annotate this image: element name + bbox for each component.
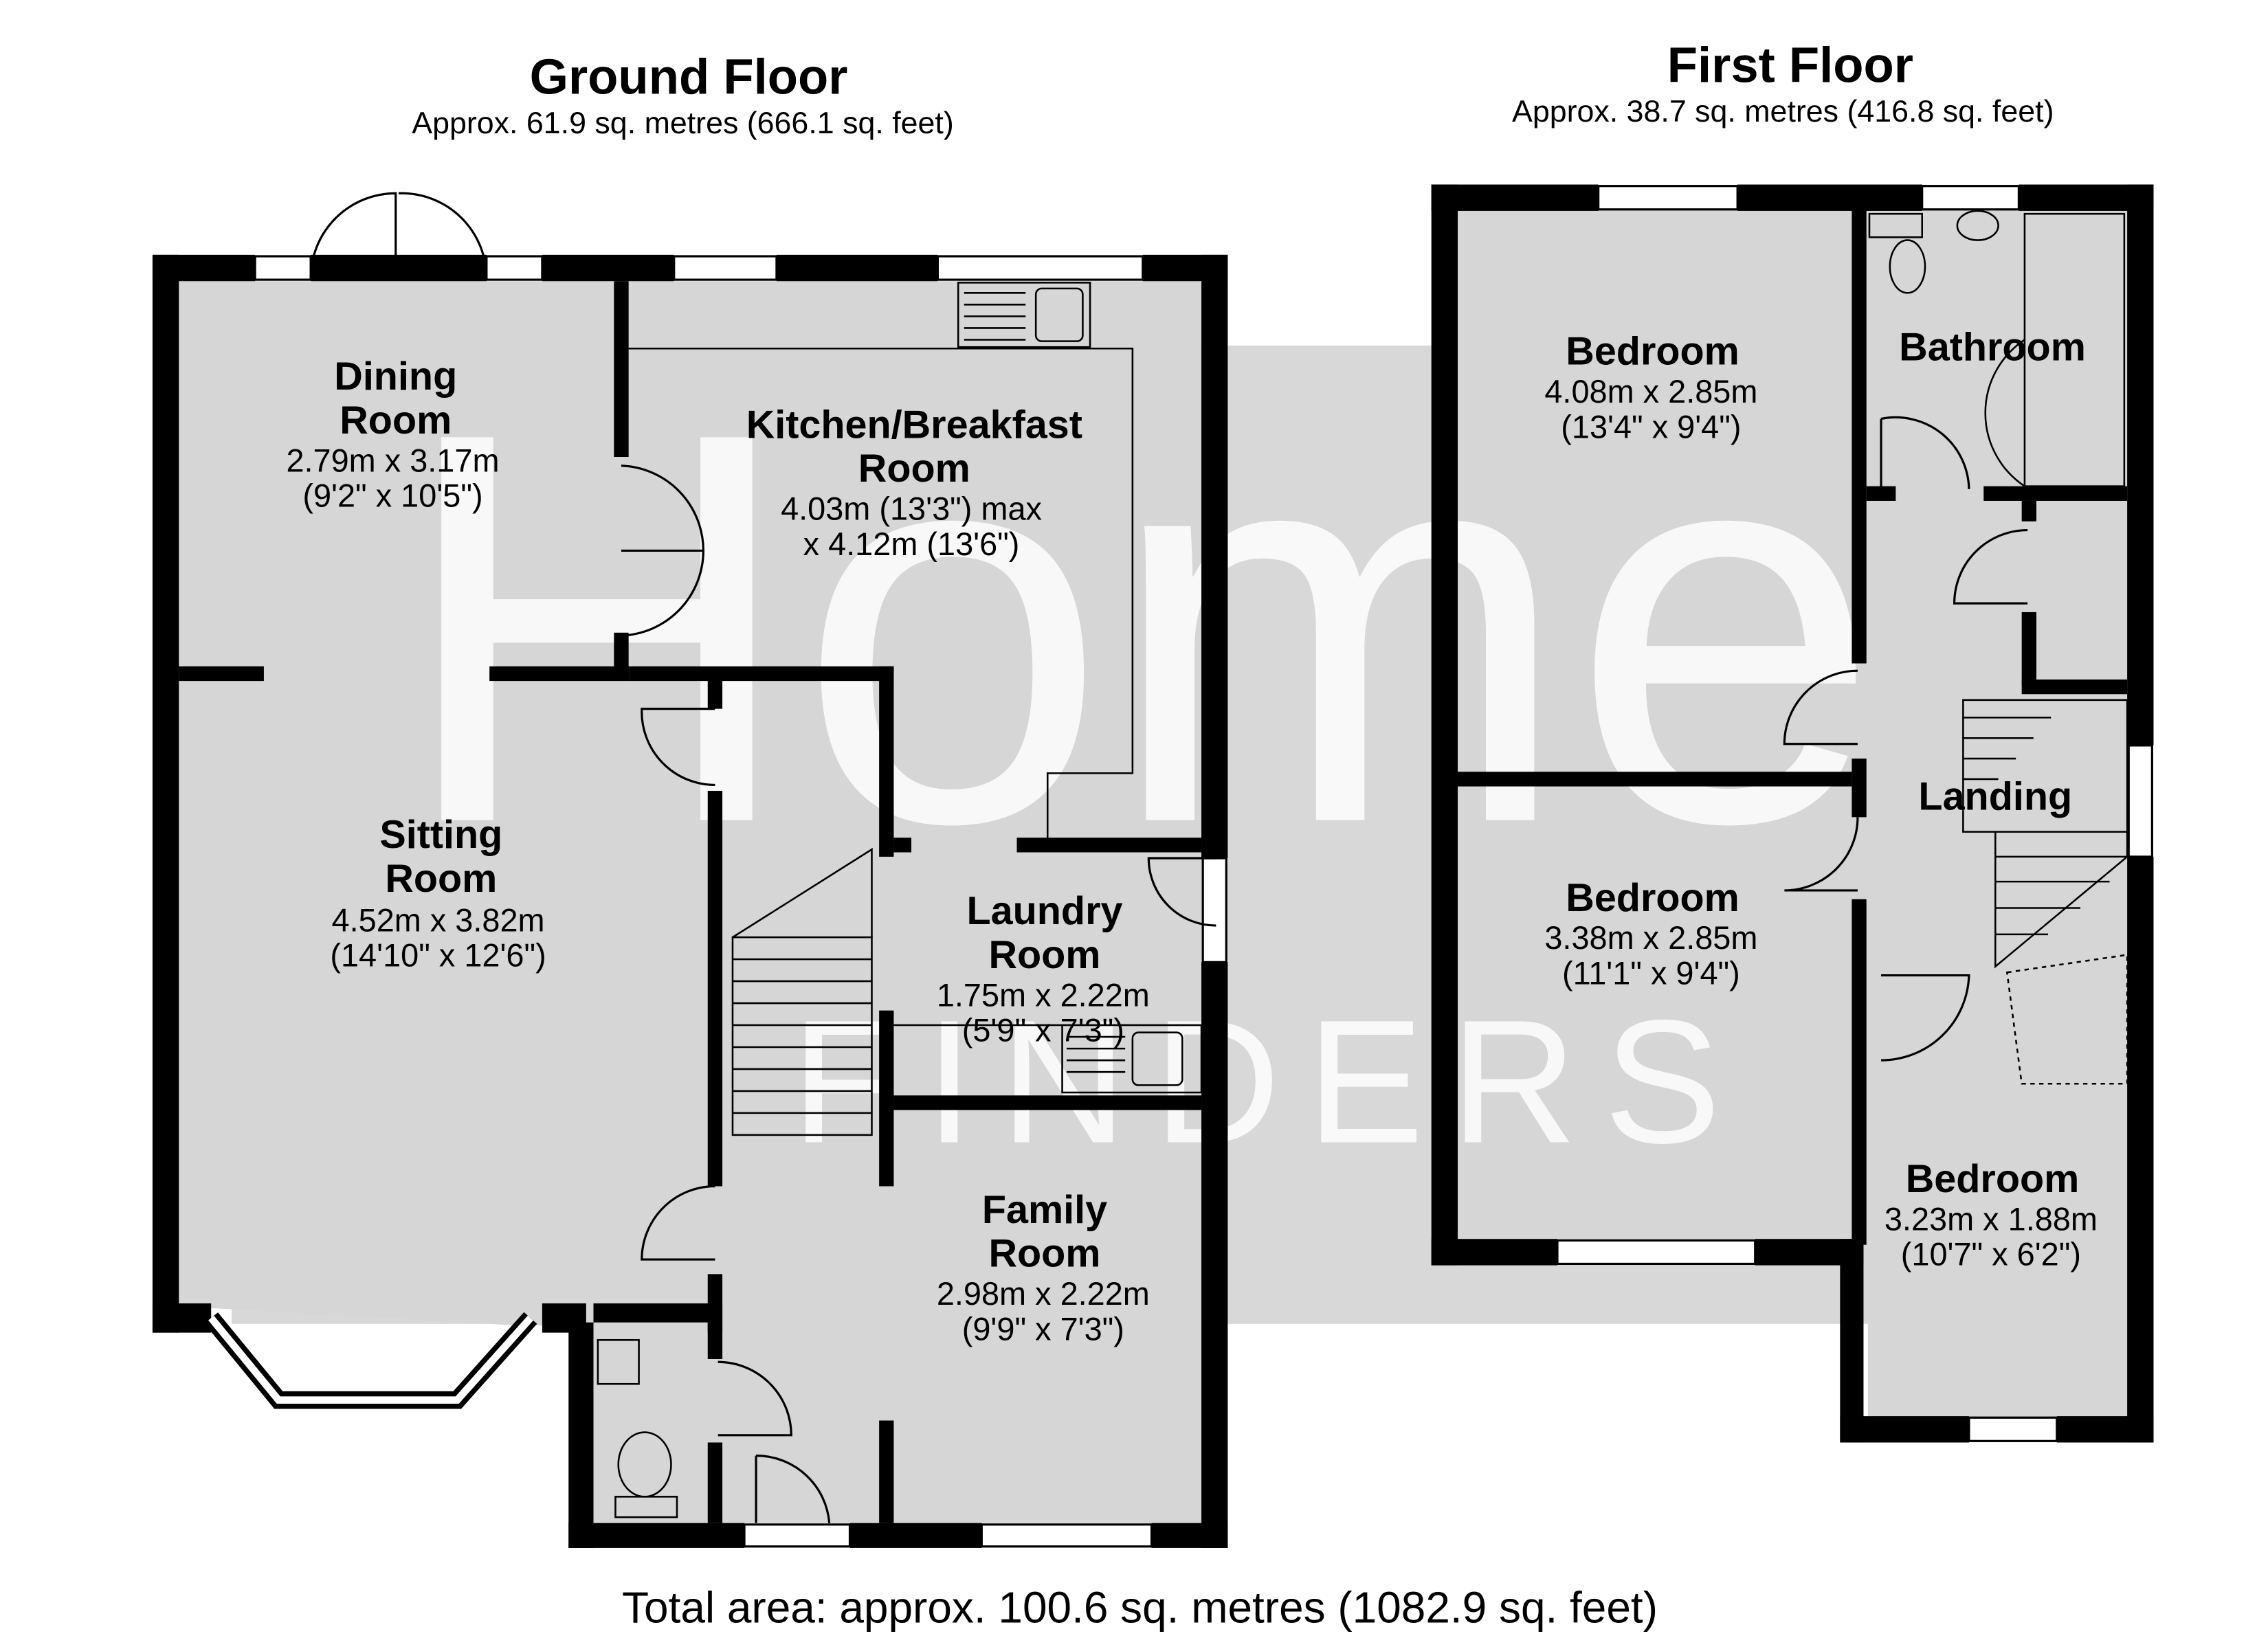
dining-room-name-2: Room xyxy=(340,399,452,442)
first-floor-title: First Floor xyxy=(1667,37,1913,93)
kitchen-sink xyxy=(628,282,1134,841)
dining-room-dimension: 2.79m x 3.17m xyxy=(286,442,499,478)
ground-floor-stairs xyxy=(731,847,873,1136)
sitting-room-dimension-imperial: (14'10" x 12'6") xyxy=(330,938,546,974)
bedroom-1-dimension-imperial: (13'4" x 9'4") xyxy=(1561,409,1741,445)
first-floor-area: Approx. 38.7 sq. metres (416.8 sq. feet) xyxy=(1512,94,2054,128)
bedroom-2-dimension-imperial: (11'1" x 9'4") xyxy=(1562,955,1740,991)
family-room-dimension: 2.98m x 2.22m xyxy=(937,1276,1150,1312)
first-floor-walls xyxy=(1431,184,2154,1443)
laundry-room-dimension-imperial: (5'9" x 7'3") xyxy=(962,1012,1124,1048)
bedroom-1-name: Bedroom xyxy=(1566,330,1739,374)
kitchen-name-2: Room xyxy=(858,447,970,491)
ground-floor-area: Approx. 61.9 sq. metres (666.1 sq. feet) xyxy=(412,106,954,140)
laundry-room-dimension: 1.75m x 2.22m xyxy=(937,977,1150,1013)
kitchen-dimension: 4.03m (13'3") max xyxy=(781,491,1042,527)
dining-room-dimension-imperial: (9'2" x 10'5") xyxy=(302,478,482,513)
sitting-room-dimension: 4.52m x 3.82m xyxy=(332,903,545,939)
bedroom-1-dimension: 4.08m x 2.85m xyxy=(1544,374,1757,410)
laundry-room-name-2: Room xyxy=(988,933,1100,977)
ground-floor-doors xyxy=(309,192,1216,1523)
family-room-name: Family xyxy=(982,1188,1107,1232)
first-floor-windows xyxy=(1556,185,2153,1442)
sitting-room-name-2: Room xyxy=(385,857,497,901)
bedroom-3-dimension: 3.23m x 1.88m xyxy=(1885,1201,2098,1237)
watermark-sub: FINDERS xyxy=(791,984,1747,1180)
floor-fill xyxy=(179,209,2132,1523)
ground-floor-title: Ground Floor xyxy=(530,49,848,104)
ground-floor-windows xyxy=(254,255,1227,1548)
bathroom-fittings xyxy=(1868,210,2126,487)
dining-room-name: Dining xyxy=(334,355,457,399)
bay-window xyxy=(204,1312,537,1409)
total-area: Total area: approx. 100.6 sq. metres (10… xyxy=(622,1583,1658,1633)
landing-name: Landing xyxy=(1918,775,2072,819)
bedroom-3-name: Bedroom xyxy=(1906,1157,2080,1201)
laundry-room-name: Laundry xyxy=(967,889,1123,933)
laundry-sink xyxy=(893,1024,1203,1094)
bedroom-3-dimension-imperial: (10'7" x 6'2") xyxy=(1901,1237,2081,1272)
wc-fittings xyxy=(597,1338,678,1518)
watermark-brand: Home xyxy=(396,317,1880,939)
ground-floor-walls xyxy=(152,254,1228,1548)
first-floor-stairs xyxy=(1962,699,2128,1085)
sitting-room-name: Sitting xyxy=(379,813,502,857)
kitchen-dimension-2: x 4.12m (13'6") xyxy=(803,526,1020,562)
family-room-dimension-imperial: (9'9" x 7'3") xyxy=(962,1311,1124,1347)
bathroom-name: Bathroom xyxy=(1899,325,2086,369)
bedroom-2-dimension: 3.38m x 2.85m xyxy=(1544,920,1757,956)
family-room-name-2: Room xyxy=(988,1232,1100,1276)
kitchen-name: Kitchen/Breakfast xyxy=(746,403,1082,447)
first-floor-doors xyxy=(1783,416,2028,1062)
bedroom-2-name: Bedroom xyxy=(1566,876,1739,920)
